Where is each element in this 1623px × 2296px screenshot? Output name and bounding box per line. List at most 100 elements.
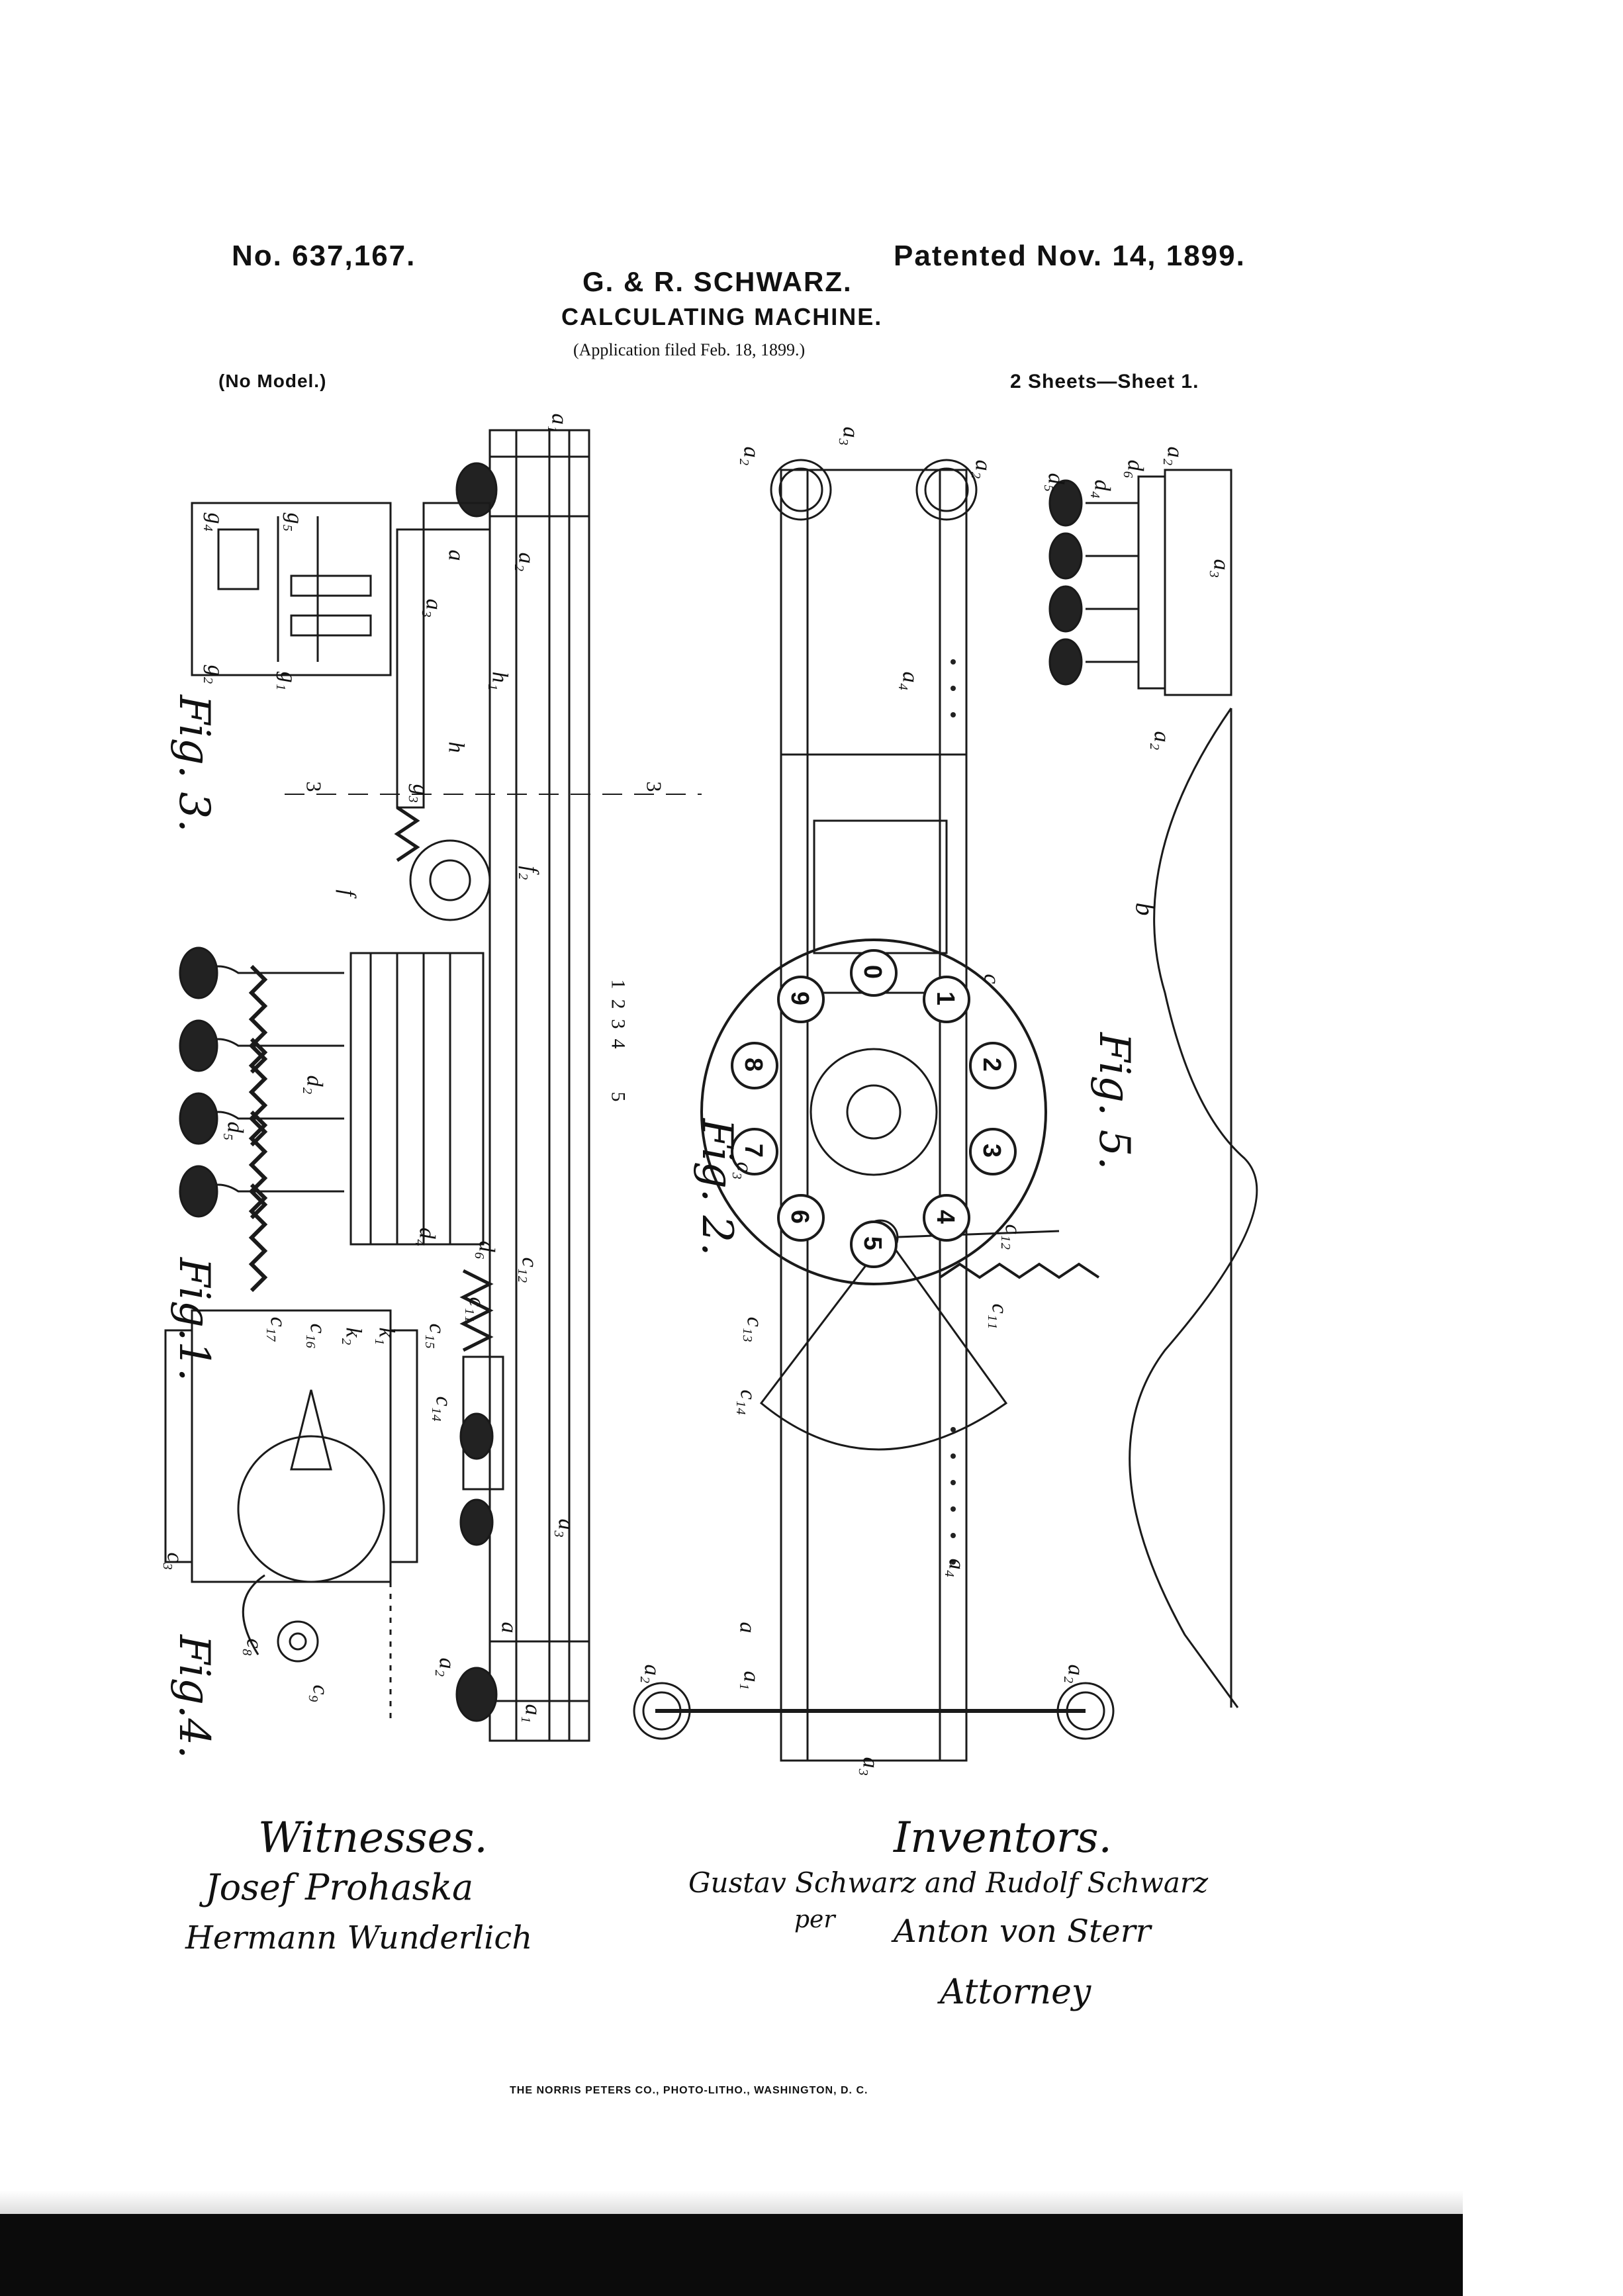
ref-a-fig2: a — [735, 1622, 760, 1633]
ref-g5: g₅ — [282, 512, 307, 532]
ref-b-fig5: b — [1130, 902, 1160, 916]
ref-k1: k₁ — [374, 1327, 399, 1346]
dial-number-4: 4 — [931, 1209, 960, 1226]
fig1-keys — [179, 946, 344, 1293]
rail-perforations — [951, 659, 956, 1565]
ref-d4: d₄ — [414, 1227, 440, 1247]
key-label-1: 1 — [607, 979, 629, 989]
ref-g4: g₄ — [203, 512, 228, 532]
attorney-signature: Anton von Sterr — [894, 1913, 1151, 1950]
ref-a3-fig2: a₃ — [838, 426, 863, 446]
ref-f: f — [335, 890, 360, 896]
per-label: per — [794, 1906, 835, 1933]
ref-d5: d₅ — [222, 1121, 248, 1141]
patent-number: No. 637,167. — [232, 240, 416, 272]
patent-date: Patented Nov. 14, 1899. — [894, 240, 1246, 272]
ref-c15: c₁₅ — [424, 1323, 449, 1350]
fig1-drawing — [179, 429, 590, 1742]
section-mark-right: 3 — [642, 781, 667, 792]
dial-plate — [700, 939, 1047, 1285]
ref-h1: h₁ — [487, 671, 512, 691]
ref-d2: d₂ — [302, 1075, 327, 1095]
ref-d4-fig5: d₄ — [1090, 479, 1115, 499]
ref-c8: c₈ — [242, 1638, 267, 1657]
model-note: (No Model.) — [218, 371, 327, 391]
ref-c11-fig2: c₁₁ — [987, 1303, 1012, 1330]
ref-a3-fig5: a₃ — [1209, 559, 1234, 578]
key-label-4: 4 — [607, 1038, 629, 1049]
scan-edge-shadow — [0, 2191, 1463, 2217]
ref-c17: c₁₇ — [265, 1316, 291, 1343]
fig4-label: Fig.4. — [169, 1635, 218, 1759]
section-mark-left: 3 — [302, 781, 326, 792]
ref-c13-fig2: c₁₃ — [742, 1316, 767, 1343]
ref-a2-fig2-bl: a₂ — [639, 1664, 665, 1684]
dial-number-2: 2 — [978, 1057, 1006, 1074]
sheet-info: 2 Sheets—Sheet 1. — [1010, 371, 1199, 392]
witness-signature-2: Hermann Wunderlich — [185, 1919, 533, 1956]
dial-number-6: 6 — [786, 1209, 814, 1226]
fig5-drawing — [1048, 469, 1258, 1708]
ref-k2: k₂ — [341, 1327, 366, 1346]
dial-number-circles — [731, 949, 1017, 1268]
ref-a4-fig2: a₄ — [898, 671, 923, 691]
witnesses-heading: Witnesses. — [258, 1814, 488, 1862]
ref-f2: f₂ — [518, 866, 543, 880]
dial-number-3: 3 — [978, 1143, 1006, 1160]
dial-number-0: 0 — [858, 964, 887, 981]
fig3-label: Fig. 3. — [169, 695, 218, 833]
key-label-2: 2 — [607, 999, 629, 1009]
ref-c14: c₁₄ — [431, 1396, 456, 1422]
ref-a4-fig2-bottom: a₄ — [944, 1558, 969, 1578]
fig5-label: Fig. 5. — [1090, 1033, 1138, 1170]
ref-d6: d₆ — [474, 1240, 499, 1260]
fig2-drawing — [633, 459, 1115, 1762]
dial-number-7: 7 — [739, 1143, 768, 1160]
key-label-5: 5 — [607, 1091, 629, 1102]
ref-a-bottom: a — [496, 1622, 522, 1633]
scan-bottom-border — [0, 2214, 1463, 2296]
ref-c11: c₁₁ — [464, 1297, 489, 1323]
ref-a1-top: a₁ — [547, 413, 572, 433]
ref-c14-fig2: c₁₄ — [735, 1389, 761, 1416]
ref-h: h — [443, 741, 469, 753]
attorney-title: Attorney — [940, 1972, 1091, 2012]
application-date: (Application filed Feb. 18, 1899.) — [573, 340, 806, 359]
fig3-drawing — [191, 502, 392, 676]
ref-c12-fig2: c₁₂ — [1000, 1224, 1025, 1250]
ref-d5-fig5: d₅ — [1043, 473, 1068, 492]
fig2-label: Fig. 2. — [692, 1119, 741, 1256]
ref-c12: c₁₂ — [517, 1257, 542, 1283]
ref-a1-fig2: a₁ — [739, 1671, 764, 1690]
ref-c3-fig4: c₃ — [162, 1552, 187, 1571]
ref-a2-fig2-tr: a₂ — [970, 459, 996, 479]
ref-a3-fig2-bottom: a₃ — [858, 1757, 883, 1776]
ref-a2-fig2-tl: a₂ — [739, 446, 764, 466]
ref-a2-bottom: a₂ — [434, 1657, 459, 1677]
printer-credit: THE NORRIS PETERS CO., PHOTO-LITHO., WAS… — [510, 2085, 868, 2096]
inventors-title: G. & R. SCHWARZ. — [582, 266, 853, 297]
dial-number-1: 1 — [931, 991, 960, 1007]
invention-title: CALCULATING MACHINE. — [561, 303, 883, 330]
ref-a2-fig5-top: a₂ — [1162, 446, 1187, 466]
witness-signature-1: Josef Prohaska — [205, 1866, 474, 1908]
inventor-names: Gustav Schwarz and Rudolf Schwarz — [688, 1866, 1209, 1899]
ref-a2-top: a₂ — [514, 552, 539, 572]
inventors-heading: Inventors. — [894, 1814, 1112, 1862]
dial-number-5: 5 — [858, 1236, 887, 1252]
ref-g2: g₂ — [203, 665, 228, 684]
ref-a2-fig2-br: a₂ — [1063, 1664, 1088, 1684]
ref-d6-fig5: d₆ — [1123, 459, 1148, 479]
ref-g3: g₃ — [408, 784, 433, 804]
ref-g1: g₁ — [275, 671, 301, 691]
ref-a-top: a — [443, 549, 469, 561]
scan-right-margin — [1463, 0, 1623, 2296]
ref-c16: c₁₆ — [305, 1323, 330, 1350]
fig4-drawing — [164, 1309, 418, 1721]
ref-a3-fig3: a₃ — [421, 598, 446, 618]
ref-c-fig2: c — [979, 974, 1004, 984]
ref-a2-fig5-bottom: a₂ — [1149, 731, 1174, 751]
ref-c9: c₉ — [308, 1684, 333, 1703]
ref-a1-bottom: a₁ — [520, 1704, 545, 1723]
